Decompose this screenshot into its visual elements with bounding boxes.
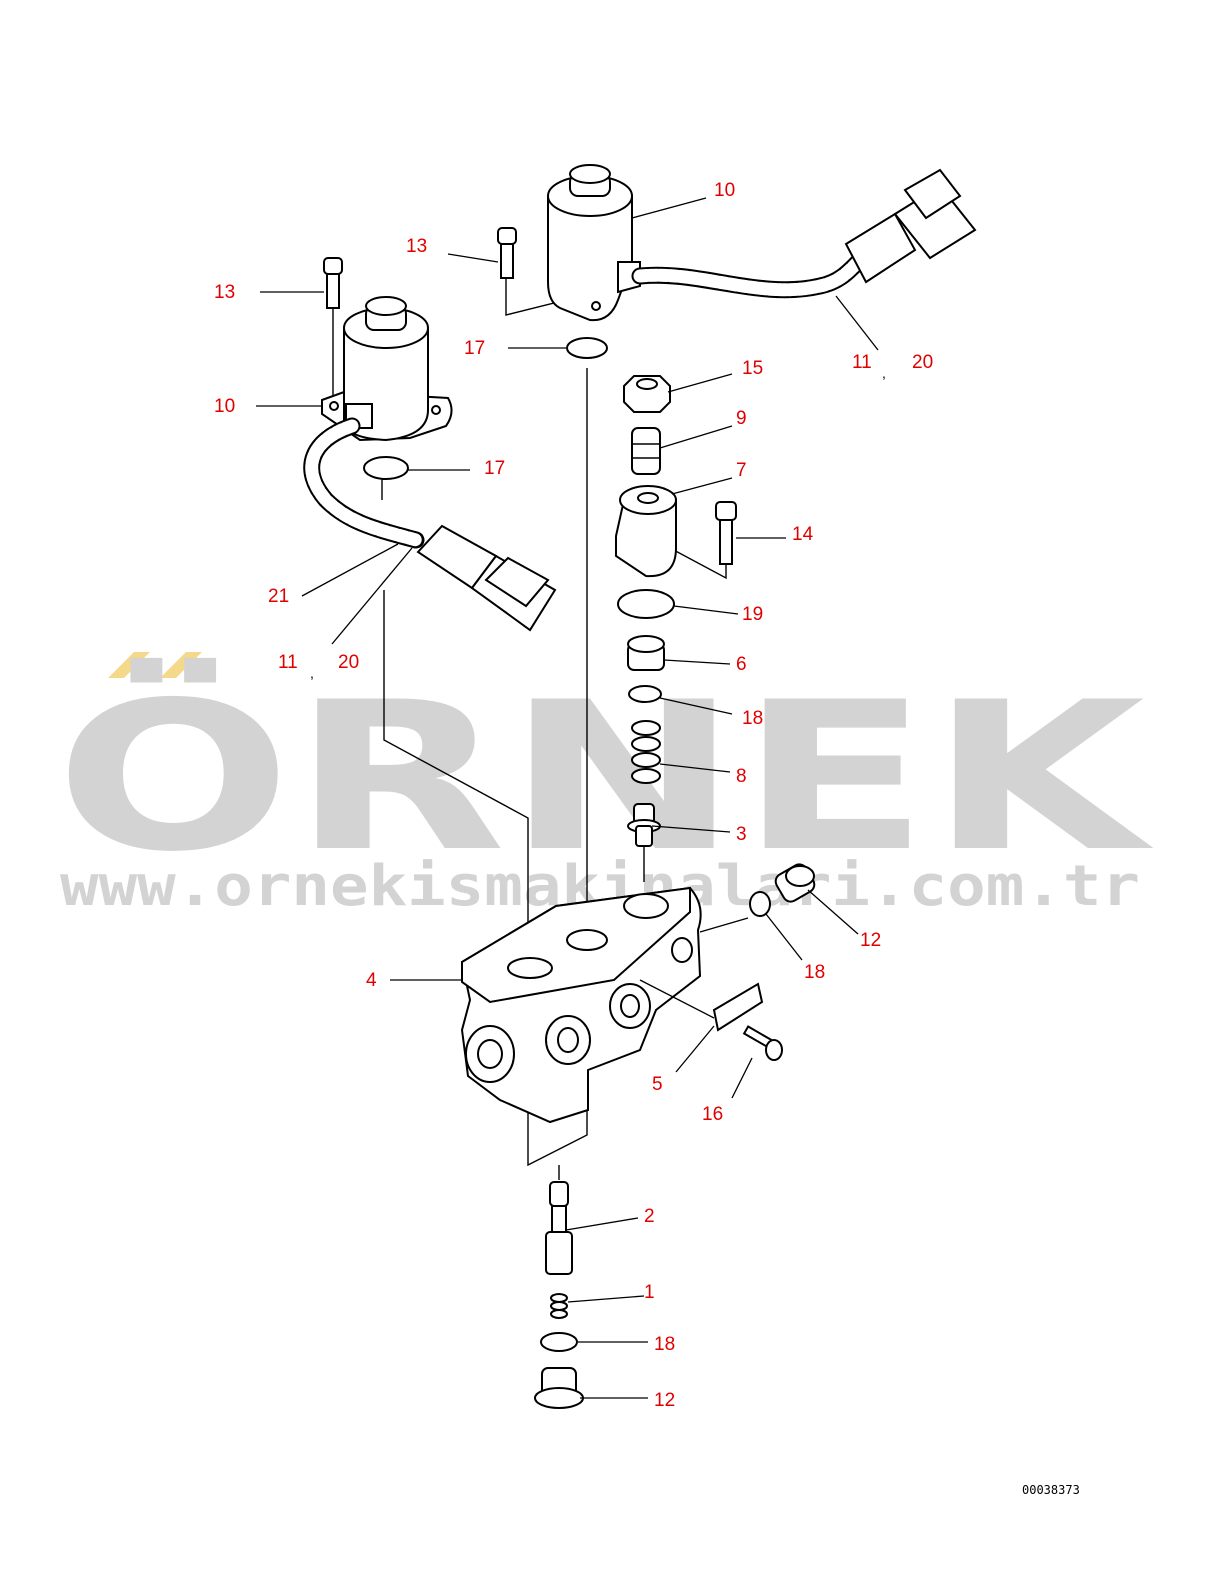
- screw-16: [742, 1025, 783, 1061]
- callout-5: 5: [652, 1074, 663, 1095]
- callout-11-left: 11: [278, 652, 298, 673]
- separator-left: ,: [310, 665, 314, 681]
- callout-12-bottom: 12: [654, 1390, 675, 1411]
- harness-top: [631, 253, 867, 299]
- harness-left: [303, 417, 425, 549]
- parts-stack: [363, 337, 737, 847]
- callout-12-right: 12: [860, 930, 881, 951]
- callout-11-top: 11: [852, 352, 872, 373]
- callout-13-top: 13: [406, 236, 427, 257]
- callout-2: 2: [644, 1206, 655, 1227]
- callout-18-bottom: 18: [654, 1334, 675, 1355]
- callout-16: 16: [702, 1104, 723, 1125]
- callout-3: 3: [736, 824, 747, 845]
- solenoid-left: [321, 296, 453, 442]
- watermark-brand: ÖRNEK: [55, 658, 1155, 897]
- callout-21: 21: [268, 586, 289, 607]
- callout-9: 9: [736, 408, 747, 429]
- callout-17-top: 17: [464, 338, 485, 359]
- callout-15: 15: [742, 358, 763, 379]
- callouts: 10 13 13 17 15 10 9 17 7 14 11 , 20 21 1…: [214, 180, 933, 1411]
- callout-18-right: 18: [804, 962, 825, 983]
- callout-20-top: 20: [912, 352, 933, 373]
- callout-13-left: 13: [214, 282, 235, 303]
- watermark: ÖRNEK www.ornekismakinalari.com.tr: [55, 652, 1155, 919]
- bolt-13-top: [497, 227, 517, 279]
- callout-10-top: 10: [714, 180, 735, 201]
- bolt-13-left: [323, 257, 343, 309]
- plate-5: [712, 982, 764, 1032]
- plug-right: [749, 863, 816, 917]
- separator-top: ,: [882, 365, 886, 381]
- watermark-accent-right: [160, 652, 202, 678]
- callout-10-left: 10: [214, 396, 235, 417]
- callout-20-left: 20: [338, 652, 359, 673]
- valve-body: [460, 886, 702, 1124]
- callout-6: 6: [736, 654, 747, 675]
- leader-lines: [256, 197, 879, 1399]
- bottom-parts: [534, 1181, 584, 1409]
- callout-8: 8: [736, 766, 747, 787]
- connector-left: [416, 524, 557, 632]
- callout-17-left: 17: [484, 458, 505, 479]
- watermark-accent-left: [108, 652, 150, 678]
- callout-4: 4: [366, 970, 377, 991]
- drawing-number: 00038373: [1022, 1483, 1080, 1497]
- callout-14: 14: [792, 524, 814, 545]
- callout-19: 19: [742, 604, 763, 625]
- solenoid-top: [547, 164, 641, 322]
- callout-1: 1: [644, 1282, 655, 1303]
- connector-top: [844, 168, 977, 284]
- callout-7: 7: [736, 460, 747, 481]
- callout-18-a: 18: [742, 708, 763, 729]
